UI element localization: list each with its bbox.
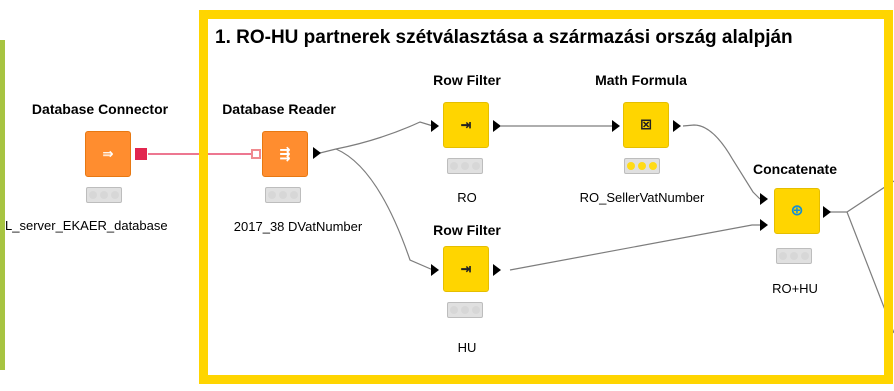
status-light-middle xyxy=(790,252,798,260)
math-formula-status-indicator xyxy=(624,158,660,174)
concatenate-icon: ⊕ xyxy=(791,200,803,221)
row-filter-ro-output-port[interactable] xyxy=(493,120,501,132)
row-filter-ro-caption[interactable]: RO xyxy=(457,190,477,205)
status-light-right xyxy=(649,162,657,170)
database-reader-icon: ⇶ xyxy=(279,143,291,164)
status-light-middle xyxy=(461,162,469,170)
concatenate-output-port[interactable] xyxy=(823,206,831,218)
status-light-right xyxy=(111,191,119,199)
status-light-left xyxy=(89,191,97,199)
database-reader-output-port[interactable] xyxy=(313,147,321,159)
concatenate-status-indicator xyxy=(776,248,812,264)
concatenate-bottom-input-port[interactable] xyxy=(760,219,768,231)
database-connector-status-indicator xyxy=(86,187,122,203)
database-connector-caption[interactable]: L_server_EKAER_database xyxy=(5,218,168,233)
concatenate-top-input-port[interactable] xyxy=(760,193,768,205)
row-filter-ro-node[interactable]: ⇥ xyxy=(443,102,489,148)
row-filter-ro-input-port[interactable] xyxy=(431,120,439,132)
row-filter-hu-input-port[interactable] xyxy=(431,264,439,276)
status-light-middle xyxy=(638,162,646,170)
status-light-middle xyxy=(279,191,287,199)
database-reader-input-port[interactable] xyxy=(251,149,261,159)
status-light-middle xyxy=(100,191,108,199)
status-light-left xyxy=(450,306,458,314)
concatenate-title[interactable]: Concatenate xyxy=(752,161,838,177)
workflow-left-highlight-border xyxy=(0,40,5,370)
math-formula-title[interactable]: Math Formula xyxy=(595,72,687,88)
row-filter-ro-title[interactable]: Row Filter xyxy=(433,72,501,88)
status-light-left xyxy=(450,162,458,170)
math-formula-node[interactable]: ⊠ xyxy=(623,102,669,148)
database-reader-node[interactable]: ⇶ xyxy=(262,131,308,177)
database-reader-caption[interactable]: 2017_38 DVatNumber xyxy=(233,219,363,234)
status-light-left xyxy=(627,162,635,170)
row-filter-icon: ⇥ xyxy=(460,114,472,135)
status-light-right xyxy=(472,306,480,314)
status-light-left xyxy=(779,252,787,260)
status-light-right xyxy=(472,162,480,170)
database-connector-title[interactable]: Database Connector xyxy=(31,101,169,117)
row-filter-ro-status-indicator xyxy=(447,158,483,174)
status-light-right xyxy=(290,191,298,199)
row-filter-hu-output-port[interactable] xyxy=(493,264,501,276)
database-connector-caption-clip: L_server_EKAER_database xyxy=(5,218,225,238)
row-filter-hu-status-indicator xyxy=(447,302,483,318)
database-reader-status-indicator xyxy=(265,187,301,203)
row-filter-hu-caption[interactable]: HU xyxy=(457,340,477,355)
row-filter-icon: ⇥ xyxy=(460,258,472,279)
workflow-annotation-text[interactable]: 1. RO-HU partnerek szétválasztása a szár… xyxy=(215,27,793,48)
row-filter-hu-node[interactable]: ⇥ xyxy=(443,246,489,292)
status-light-right xyxy=(801,252,809,260)
concatenate-node[interactable]: ⊕ xyxy=(774,188,820,234)
database-connector-output-port[interactable] xyxy=(135,148,147,160)
math-formula-input-port[interactable] xyxy=(612,120,620,132)
workflow-annotation-box[interactable] xyxy=(199,10,893,384)
concatenate-caption[interactable]: RO+HU xyxy=(772,281,818,296)
database-connector-icon: ⇛ xyxy=(102,143,114,164)
database-connector-node[interactable]: ⇛ xyxy=(85,131,131,177)
status-light-middle xyxy=(461,306,469,314)
math-formula-output-port[interactable] xyxy=(673,120,681,132)
row-filter-hu-title[interactable]: Row Filter xyxy=(433,222,501,238)
status-light-left xyxy=(268,191,276,199)
math-formula-caption[interactable]: RO_SellerVatNumber xyxy=(579,190,705,205)
math-formula-icon: ⊠ xyxy=(640,114,652,135)
database-reader-title[interactable]: Database Reader xyxy=(222,101,336,117)
